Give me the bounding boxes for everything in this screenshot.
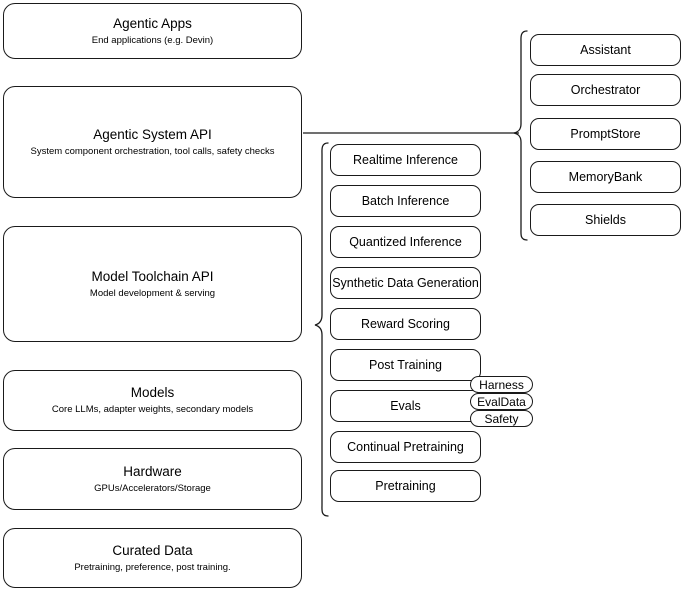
toolchain-item-reward-scoring[interactable]: Reward Scoring [330, 308, 481, 340]
toolchain-item-batch-inference[interactable]: Batch Inference [330, 185, 481, 217]
system-component-label: Orchestrator [570, 83, 641, 97]
evals-tag-harness[interactable]: Harness [470, 376, 533, 393]
layer-agentic-apps[interactable]: Agentic Apps End applications (e.g. Devi… [3, 3, 302, 59]
system-component-promptstore[interactable]: PromptStore [530, 118, 681, 150]
layer-title: Hardware [123, 463, 182, 479]
layer-curated-data[interactable]: Curated Data Pretraining, preference, po… [3, 528, 302, 588]
toolchain-item-continual-pretraining[interactable]: Continual Pretraining [330, 431, 481, 463]
toolchain-item-label: Post Training [369, 358, 442, 372]
toolchain-item-label: Pretraining [375, 479, 436, 493]
toolchain-item-evals[interactable]: Evals [330, 390, 481, 422]
system-component-label: PromptStore [570, 127, 641, 141]
layer-subtitle: Model development & serving [89, 287, 216, 299]
layer-title: Model Toolchain API [91, 268, 214, 284]
evals-tag-label: EvalData [477, 394, 526, 409]
layer-subtitle: GPUs/Accelerators/Storage [94, 482, 211, 494]
layer-subtitle: End applications (e.g. Devin) [91, 34, 214, 46]
toolchain-item-label: Realtime Inference [353, 153, 458, 167]
toolchain-item-label: Synthetic Data Generation [332, 276, 479, 290]
toolchain-item-pretraining[interactable]: Pretraining [330, 470, 481, 502]
system-component-label: Assistant [580, 43, 631, 57]
evals-tag-label: Safety [484, 411, 519, 426]
system-component-assistant[interactable]: Assistant [530, 34, 681, 66]
toolchain-item-label: Batch Inference [361, 194, 450, 208]
layer-title: Models [130, 385, 175, 400]
system-component-label: Shields [585, 213, 626, 227]
evals-tag-label: Harness [479, 377, 524, 392]
toolchain-item-label: Evals [390, 399, 421, 413]
system-component-label: MemoryBank [568, 170, 643, 184]
layer-title: Agentic Apps [113, 15, 192, 31]
toolchain-item-label: Reward Scoring [361, 317, 450, 331]
toolchain-item-post-training[interactable]: Post Training [330, 349, 481, 381]
system-component-orchestrator[interactable]: Orchestrator [530, 74, 681, 106]
layer-model-toolchain-api[interactable]: Model Toolchain API Model development & … [3, 226, 302, 342]
layer-models[interactable]: Models Core LLMs, adapter weights, secon… [3, 370, 302, 431]
toolchain-item-synthetic-data-generation[interactable]: Synthetic Data Generation [330, 267, 481, 299]
layer-subtitle: Core LLMs, adapter weights, secondary mo… [51, 404, 254, 415]
layer-title: Curated Data [112, 542, 193, 558]
toolchain-item-realtime-inference[interactable]: Realtime Inference [330, 144, 481, 176]
layer-subtitle: System component orchestration, tool cal… [30, 145, 275, 157]
layer-subtitle: Pretraining, preference, post training. [74, 561, 231, 573]
system-component-shields[interactable]: Shields [530, 204, 681, 236]
layer-agentic-system-api[interactable]: Agentic System API System component orch… [3, 86, 302, 198]
system-component-memorybank[interactable]: MemoryBank [530, 161, 681, 193]
toolchain-item-label: Quantized Inference [349, 235, 462, 249]
layer-title: Agentic System API [93, 126, 212, 142]
evals-tag-safety[interactable]: Safety [470, 410, 533, 427]
evals-tag-evaldata[interactable]: EvalData [470, 393, 533, 410]
toolchain-item-quantized-inference[interactable]: Quantized Inference [330, 226, 481, 258]
layer-hardware[interactable]: Hardware GPUs/Accelerators/Storage [3, 448, 302, 510]
toolchain-item-label: Continual Pretraining [347, 440, 464, 454]
